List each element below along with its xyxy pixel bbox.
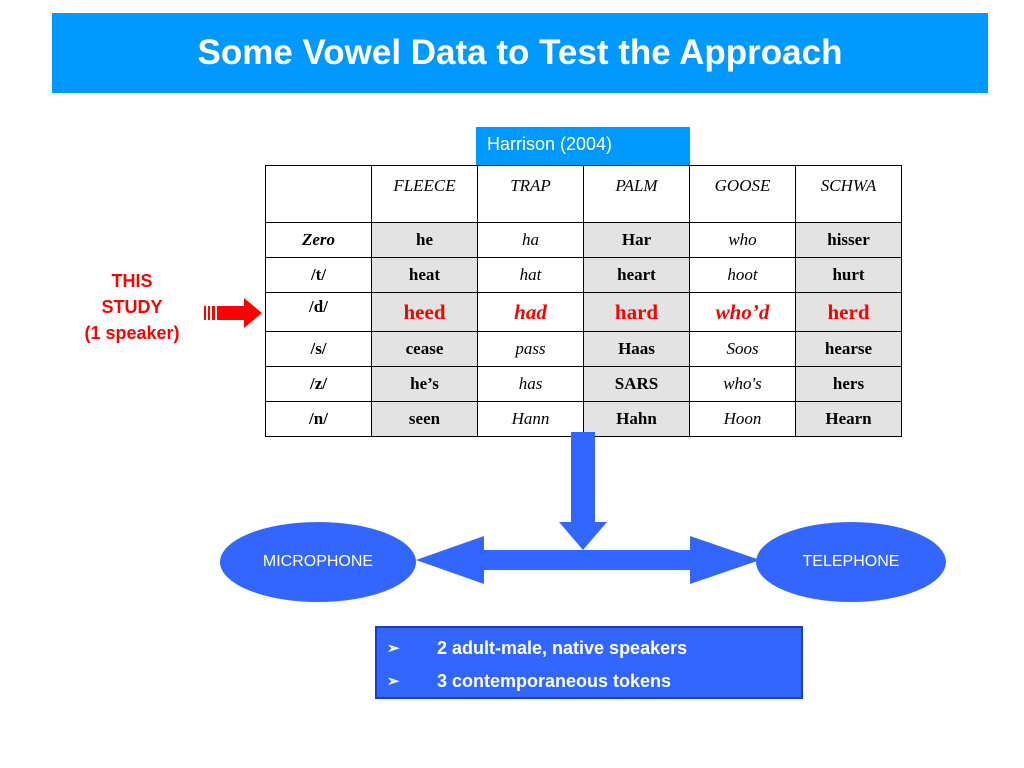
table-row: /t/ heat hat heart hoot hurt [265,257,902,293]
table-cell: pass [477,331,584,367]
table-cell: who [689,222,796,258]
corner-cell [265,165,372,223]
table-cell: hard [583,292,690,332]
table-cell: who's [689,366,796,402]
table-cell: cease [371,331,478,367]
bullet-text: 2 adult-male, native speakers [437,637,688,658]
table-cell: who’d [689,292,796,332]
table-cell: Har [583,222,690,258]
table-row: /n/ seen Hann Hahn Hoon Hearn [265,401,902,437]
arrow-bullet-icon: ➢ [387,640,400,657]
table-row: /s/ cease pass Haas Soos hearse [265,331,902,367]
table-cell: hers [795,366,902,402]
microphone-label: MICROPHONE [262,553,374,570]
bullet-box: ➢ 2 adult-male, native speakers ➢ 3 cont… [375,626,803,699]
table-cell: Soos [689,331,796,367]
table-cell: Hann [477,401,584,437]
down-arrow-icon [559,432,607,550]
telephone-ellipse: TELEPHONE [756,522,946,602]
table-row: /z/ he’s has SARS who's hers [265,366,902,402]
title-bar: Some Vowel Data to Test the Approach [52,13,988,93]
header-fleece: FLEECE [371,165,478,223]
microphone-ellipse: MICROPHONE [220,522,416,602]
arrow-bullet-icon: ➢ [387,673,400,690]
bullet-text: 3 contemporaneous tokens [437,670,672,691]
row-label: /d/ [265,292,372,332]
row-label: Zero [265,222,372,258]
table-cell: SARS [583,366,690,402]
this-study-line: (1 speaker) [84,323,180,343]
table-header-row: FLEECE TRAP PALM GOOSE SCHWA [265,165,902,223]
table-row: Zero he ha Har who hisser [265,222,902,258]
row-label: /t/ [265,257,372,293]
table-cell: has [477,366,584,402]
table-cell: hurt [795,257,902,293]
slide-title: Some Vowel Data to Test the Approach [197,33,843,72]
table-cell: hat [477,257,584,293]
double-arrow-icon [416,536,760,584]
table-cell: heat [371,257,478,293]
header-schwa: SCHWA [795,165,902,223]
row-label: /s/ [265,331,372,367]
row-label: /z/ [265,366,372,402]
table-row-highlighted: /d/ heed had hard who’d herd [265,292,902,332]
table-cell: Haas [583,331,690,367]
table-cell: he [371,222,478,258]
this-study-line: THIS [111,271,153,291]
table-cell: had [477,292,584,332]
header-trap: TRAP [477,165,584,223]
table-cell: herd [795,292,902,332]
table-cell: ha [477,222,584,258]
this-study-label: THIS STUDY (1 speaker) [62,268,202,346]
table-cell: heart [583,257,690,293]
table-cell: Hoon [689,401,796,437]
table-cell: hearse [795,331,902,367]
red-arrow-icon [204,298,262,328]
table-cell: heed [371,292,478,332]
this-study-line: STUDY [101,297,163,317]
vowel-table: FLEECE TRAP PALM GOOSE SCHWA Zero he ha … [265,165,902,437]
header-palm: PALM [583,165,690,223]
header-goose: GOOSE [689,165,796,223]
table-cell: Hahn [583,401,690,437]
table-cell: Hearn [795,401,902,437]
table-cell: he’s [371,366,478,402]
telephone-label: TELEPHONE [802,553,900,570]
row-label: /n/ [265,401,372,437]
table-cell: seen [371,401,478,437]
source-tab: Harrison (2004) [476,127,690,165]
table-cell: hoot [689,257,796,293]
table-cell: hisser [795,222,902,258]
